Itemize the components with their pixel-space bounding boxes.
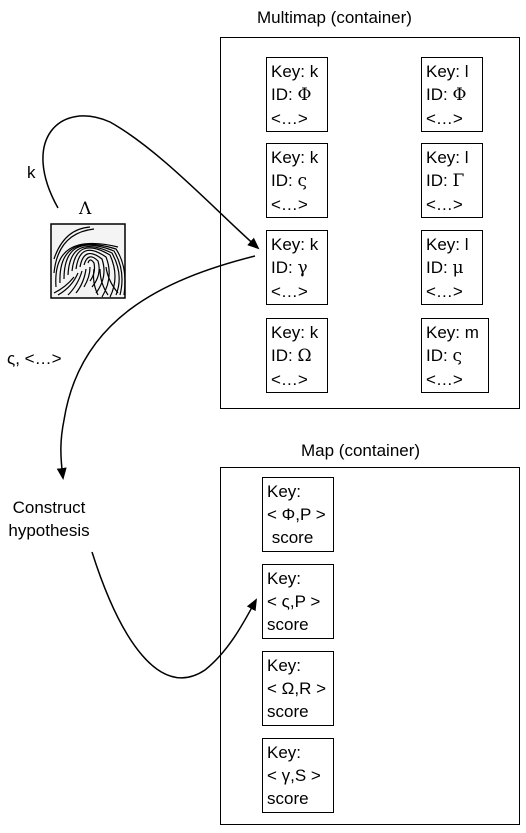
multimap-title: Multimap (container) bbox=[257, 8, 412, 27]
query-key-label: k bbox=[27, 163, 36, 182]
entry-tuple: < Ω,R > bbox=[267, 679, 327, 698]
entry-score: score bbox=[267, 789, 309, 808]
map-entry: Key: < Ω,R > score bbox=[262, 651, 334, 726]
map-entry: Key: < γ,S > score bbox=[262, 738, 334, 813]
entry-payload: <…> bbox=[426, 370, 463, 389]
entry-id: ID: γ bbox=[271, 258, 308, 278]
entry-id: ID: ς bbox=[271, 171, 307, 191]
key-lookup-arrow bbox=[42, 115, 260, 250]
entry-id: ID: Ω bbox=[271, 346, 312, 366]
entry-payload: <…> bbox=[271, 109, 308, 128]
map-title: Map (container) bbox=[301, 441, 421, 460]
multimap-entry: Key: k ID: Φ <…> bbox=[266, 57, 328, 132]
lambda-label: Λ bbox=[79, 199, 92, 219]
entry-score: score bbox=[267, 528, 314, 547]
map-entry: Key: < Φ,P > score bbox=[262, 477, 334, 552]
entry-key: Key: bbox=[267, 743, 302, 762]
entry-key: Key: l bbox=[426, 62, 469, 81]
entry-payload: <…> bbox=[271, 282, 308, 301]
entry-key: Key: bbox=[267, 569, 302, 588]
entry-key: Key: k bbox=[271, 323, 319, 342]
entry-id: ID: Γ bbox=[426, 171, 465, 191]
entry-score: score bbox=[267, 615, 309, 634]
fingerprint-icon bbox=[50, 223, 126, 299]
entry-key: Key: k bbox=[271, 62, 319, 81]
insert-hypothesis-arrow bbox=[91, 551, 257, 679]
map-entry: Key: < ς,P > score bbox=[262, 564, 334, 639]
entry-id: ID: μ bbox=[426, 258, 464, 278]
multimap-entry: Key: l ID: μ <…> bbox=[421, 230, 483, 305]
construct-line: Construct bbox=[12, 498, 86, 517]
construct-hypothesis-label: Construct hypothesis bbox=[0, 496, 98, 542]
entry-id: ID: Φ bbox=[271, 85, 312, 105]
entry-payload: <…> bbox=[426, 282, 463, 301]
map-container bbox=[220, 467, 520, 825]
entry-payload: <…> bbox=[426, 195, 463, 214]
entry-tuple: < γ,S > bbox=[267, 766, 321, 785]
entry-payload: <…> bbox=[271, 195, 308, 214]
entry-id: ID: Φ bbox=[426, 85, 467, 105]
entry-key: Key: k bbox=[271, 148, 319, 167]
hypothesis-line: hypothesis bbox=[8, 521, 90, 540]
entry-key: Key: l bbox=[426, 235, 469, 254]
multimap-entry: Key: l ID: Φ <…> bbox=[421, 57, 483, 132]
entry-key: Key: bbox=[267, 656, 302, 675]
retrieved-label: ς, <…> bbox=[7, 349, 62, 368]
entry-key: Key: l bbox=[426, 148, 469, 167]
entry-key: Key: bbox=[267, 482, 302, 501]
multimap-entry: Key: k ID: Ω <…> bbox=[266, 318, 328, 393]
multimap-entry: Key: l ID: Γ <…> bbox=[421, 143, 483, 218]
multimap-container bbox=[220, 37, 520, 409]
retrieve-arrow bbox=[56, 255, 256, 480]
entry-score: score bbox=[267, 702, 309, 721]
multimap-entry: Key: k ID: ς <…> bbox=[266, 143, 328, 218]
multimap-entry: Key: k ID: γ <…> bbox=[266, 230, 328, 305]
multimap-entry: Key: m ID: ς <…> bbox=[421, 318, 489, 393]
entry-key: Key: m bbox=[426, 323, 479, 342]
entry-payload: <…> bbox=[271, 370, 308, 389]
entry-payload: <…> bbox=[426, 109, 463, 128]
entry-tuple: < Φ,P > bbox=[267, 505, 326, 524]
entry-id: ID: ς bbox=[426, 346, 462, 366]
entry-tuple: < ς,P > bbox=[267, 592, 321, 611]
entry-key: Key: k bbox=[271, 235, 319, 254]
